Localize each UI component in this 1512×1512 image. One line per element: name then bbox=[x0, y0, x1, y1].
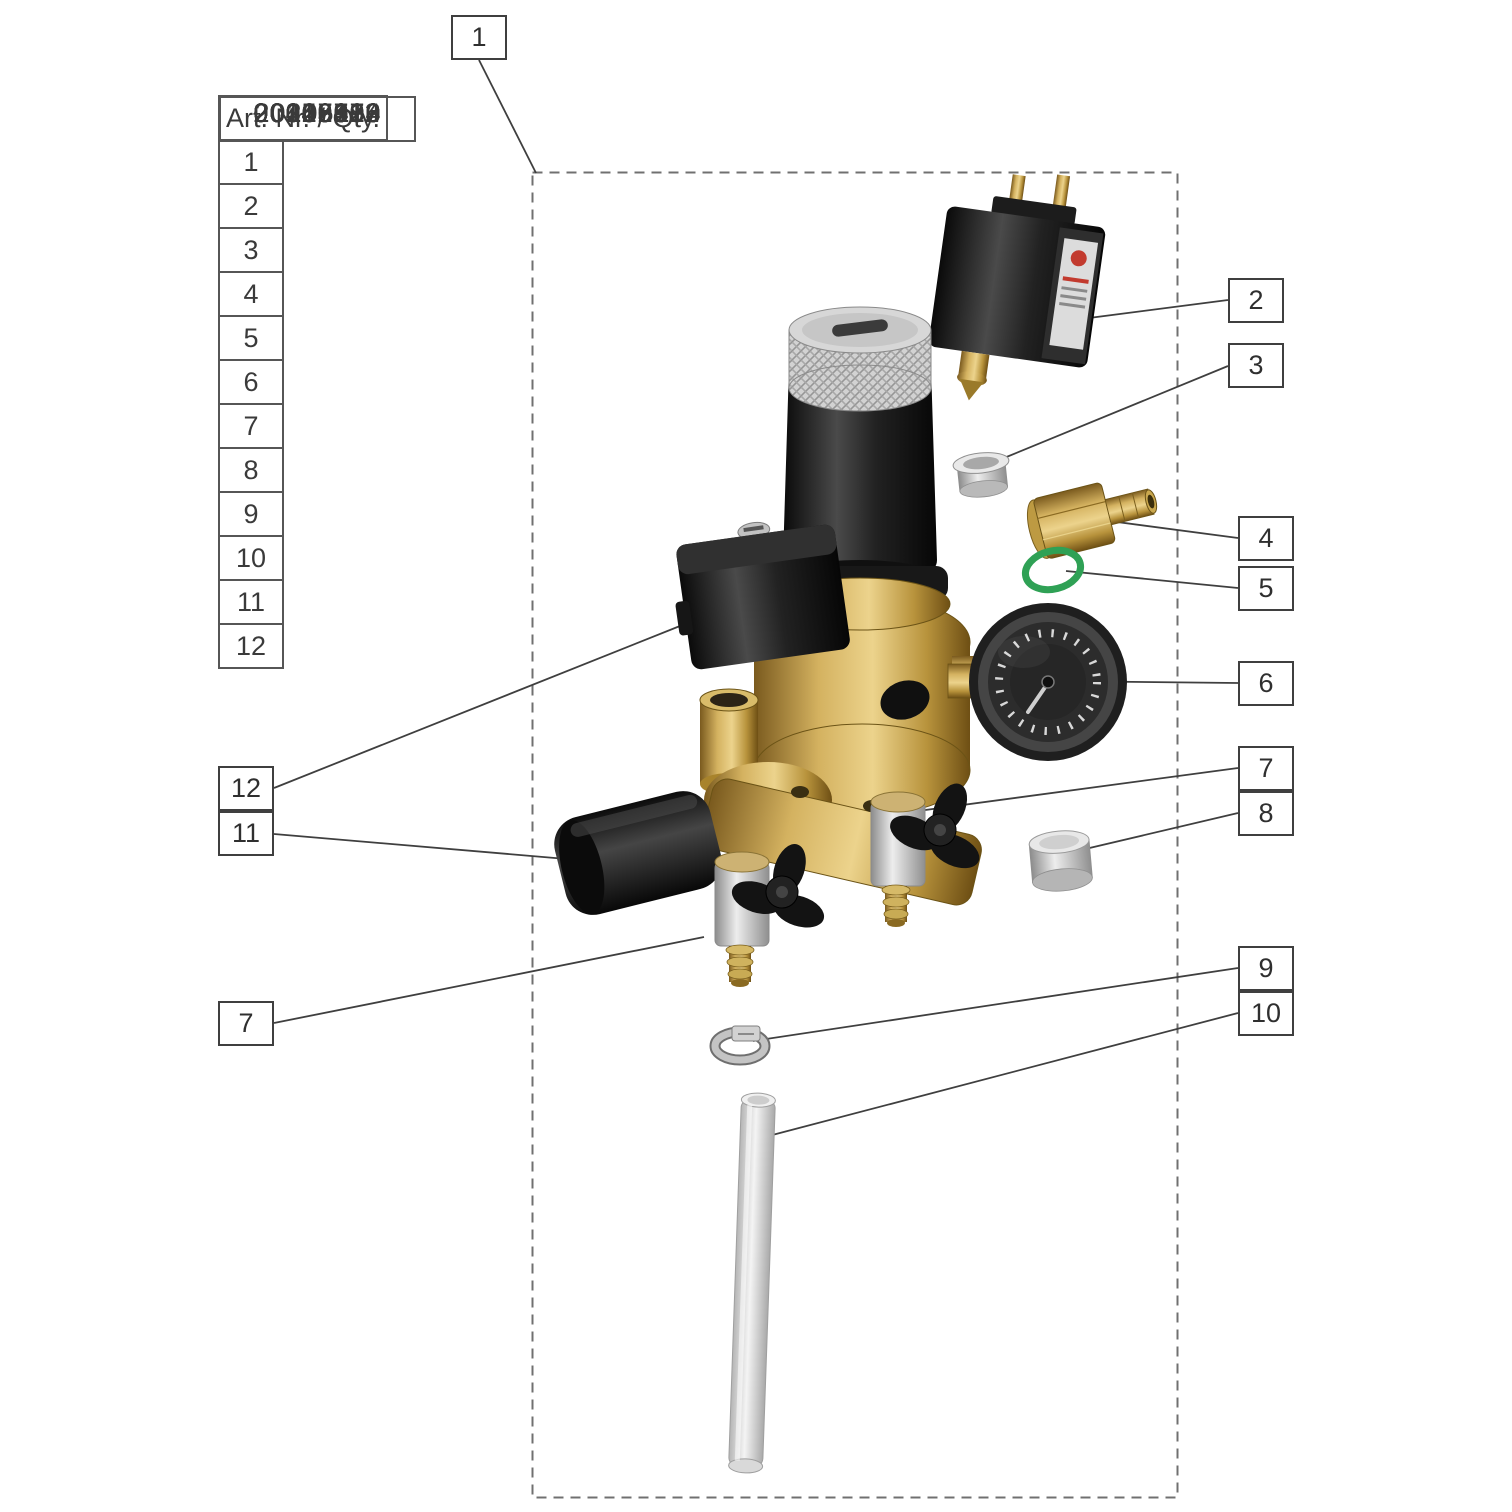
callout-8: 8 bbox=[1238, 791, 1294, 836]
callout-5: 5 bbox=[1238, 566, 1294, 611]
part-number: 4 bbox=[218, 271, 284, 317]
callout-label: 9 bbox=[1258, 953, 1274, 983]
callout-label: 5 bbox=[1258, 573, 1274, 603]
part-valve-body bbox=[699, 595, 1010, 906]
callout-label: 1 bbox=[471, 22, 487, 52]
part-bushing-3 bbox=[952, 452, 1010, 498]
leader-line-10 bbox=[752, 1012, 1239, 1141]
part-number: 9 bbox=[218, 491, 284, 537]
part-tube-10 bbox=[728, 1092, 776, 1474]
callout-label: 6 bbox=[1258, 668, 1274, 698]
callout-1: 1 bbox=[451, 15, 507, 60]
callout-11: 11 bbox=[218, 811, 274, 856]
callout-label: 4 bbox=[1258, 523, 1274, 553]
callout-label: 2 bbox=[1248, 285, 1264, 315]
leader-line-1 bbox=[478, 59, 537, 174]
article-number: 00019606 bbox=[219, 96, 416, 142]
leader-lines bbox=[273, 59, 1239, 1141]
callout-label: 3 bbox=[1248, 350, 1264, 380]
leader-line-8 bbox=[1063, 812, 1239, 855]
callout-label: 7 bbox=[1258, 753, 1274, 783]
callout-label: 8 bbox=[1258, 798, 1274, 828]
part-number: 3 bbox=[218, 227, 284, 273]
part-number: 8 bbox=[218, 447, 284, 493]
part-oring-5 bbox=[1021, 546, 1085, 594]
table-row: 12 00019606 bbox=[218, 96, 416, 669]
callout-9: 9 bbox=[1238, 946, 1294, 991]
part-number: 10 bbox=[218, 535, 284, 581]
leader-line-9 bbox=[752, 967, 1239, 1042]
leader-line-3 bbox=[1003, 365, 1229, 459]
callout-7-left: 7 bbox=[218, 1001, 274, 1046]
part-number: 1 bbox=[218, 139, 284, 185]
part-gauge-6 bbox=[947, 603, 1127, 761]
leader-line-5 bbox=[1065, 570, 1239, 589]
part-number: 6 bbox=[218, 359, 284, 405]
callout-12: 12 bbox=[218, 766, 274, 811]
part-valve-7-left bbox=[714, 844, 825, 987]
leader-line-11 bbox=[273, 833, 591, 862]
part-number: 12 bbox=[218, 623, 284, 669]
part-solenoid-2 bbox=[929, 174, 1106, 401]
part-number: 5 bbox=[218, 315, 284, 361]
part-knurled-cap bbox=[788, 306, 932, 412]
part-plug-8 bbox=[1028, 830, 1093, 892]
leader-line-7-left bbox=[273, 936, 705, 1024]
part-clamp-9 bbox=[709, 1025, 771, 1066]
callout-7-right: 7 bbox=[1238, 746, 1294, 791]
leader-line-4 bbox=[1101, 519, 1239, 539]
part-fitting-4 bbox=[1026, 482, 1158, 559]
callout-6: 6 bbox=[1238, 661, 1294, 706]
callout-2: 2 bbox=[1228, 278, 1284, 323]
part-number: 11 bbox=[218, 579, 284, 625]
part-valve-7-right bbox=[870, 783, 980, 927]
leader-line-12 bbox=[273, 621, 691, 789]
callout-label: 11 bbox=[231, 818, 261, 848]
part-number: 2 bbox=[218, 183, 284, 229]
part-number: 7 bbox=[218, 403, 284, 449]
part-coil-12 bbox=[675, 521, 850, 670]
callout-label: 7 bbox=[238, 1008, 254, 1038]
callout-label: 10 bbox=[1250, 998, 1282, 1028]
callout-4: 4 bbox=[1238, 516, 1294, 561]
callout-10: 10 bbox=[1238, 991, 1294, 1036]
callout-label: 12 bbox=[230, 773, 262, 803]
callout-3: 3 bbox=[1228, 343, 1284, 388]
part-cylinder-11 bbox=[554, 791, 722, 915]
